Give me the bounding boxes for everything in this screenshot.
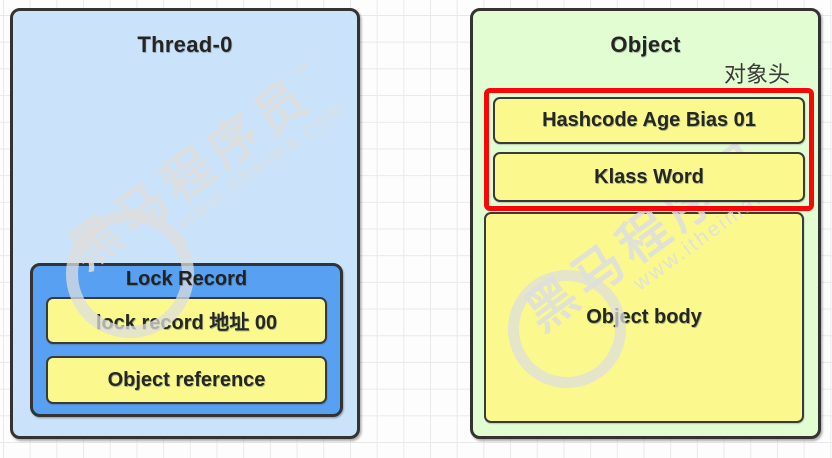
klass-word-slot: Klass Word [493, 152, 805, 202]
mark-word-slot: Hashcode Age Bias 01 [493, 97, 805, 144]
lock-record-address-slot: lock record 地址 00 [46, 297, 327, 344]
object-body-slot: Object body [484, 212, 804, 423]
object-header-highlight-rect: Hashcode Age Bias 01 Klass Word [484, 88, 814, 211]
thread-box-title: Thread-0 [137, 32, 233, 57]
lock-record-box: Lock Record lock record 地址 00 Object ref… [30, 263, 343, 417]
object-box-title: Object [610, 32, 681, 57]
lock-record-title: Lock Record [125, 268, 248, 290]
object-reference-slot: Object reference [46, 356, 327, 404]
thread-box: Thread-0 Lock Record lock record 地址 00 O… [10, 8, 360, 439]
object-header-annotation: 对象头 [723, 62, 790, 87]
object-box: Object 对象头 Hashcode Age Bias 01 Klass Wo… [470, 8, 821, 439]
